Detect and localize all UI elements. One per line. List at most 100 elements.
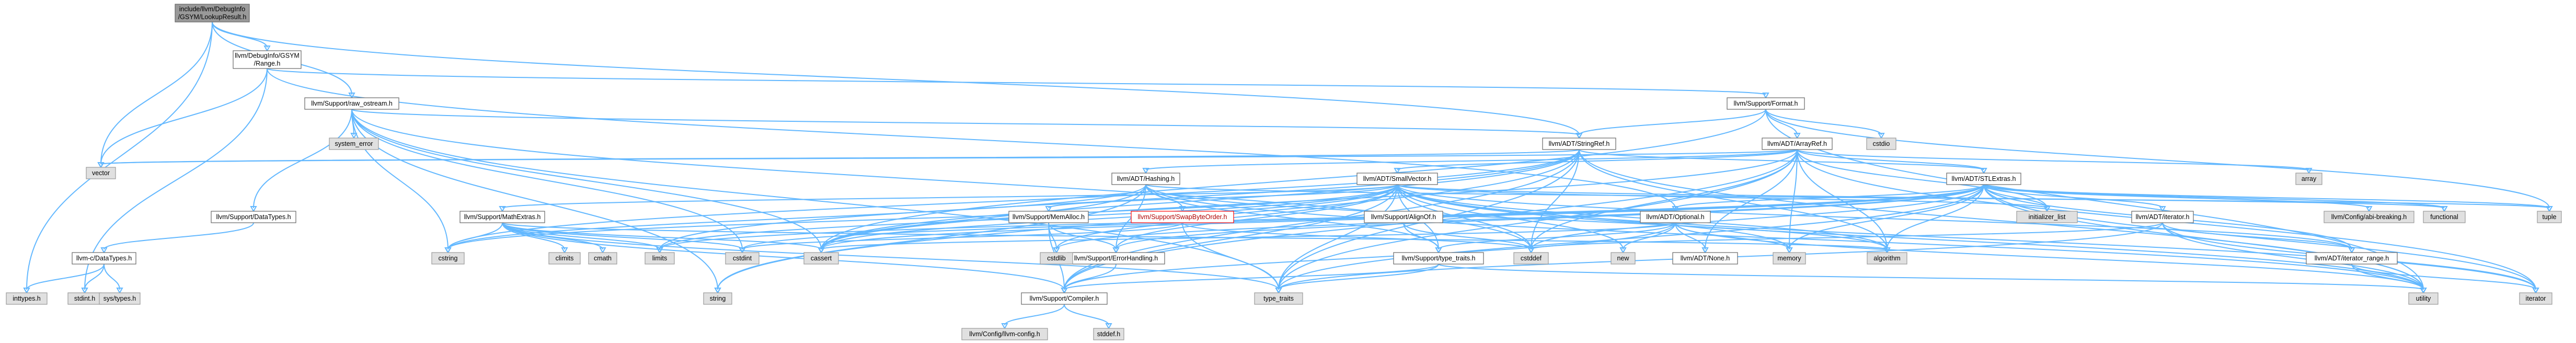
edge-hashing-to-utility xyxy=(1145,184,2424,290)
node-label: /Range.h xyxy=(254,60,281,67)
node-label: functional xyxy=(2430,213,2458,221)
node-functional: functional xyxy=(2423,211,2466,223)
node-box xyxy=(1866,138,1896,150)
edge-optional-to-typetraits xyxy=(1438,222,1676,250)
node-iteratorrange[interactable]: llvm/ADT/iterator_range.h xyxy=(2306,252,2398,265)
node-label: llvm/Support/raw_ostream.h xyxy=(311,100,393,107)
node-algorithm: algorithm xyxy=(1867,252,1907,265)
node-arrayref[interactable]: llvm/ADT/ArrayRef.h xyxy=(1762,138,1833,150)
node-optional[interactable]: llvm/ADT/Optional.h xyxy=(1640,211,1711,223)
node-label: llvm/ADT/ArrayRef.h xyxy=(1767,140,1827,147)
edge-arrowhead-stlextras-to-initlist xyxy=(2043,206,2051,213)
node-box xyxy=(459,211,545,223)
node-typetraits[interactable]: llvm/Support/type_traits.h xyxy=(1393,252,1484,265)
node-label: climits xyxy=(556,255,574,262)
edge-arrowhead-optional-to-memory xyxy=(1786,247,1793,254)
node-cassert: cassert xyxy=(803,252,839,265)
node-label: string xyxy=(710,295,726,302)
edge-arrayref-to-hashing xyxy=(1145,149,1798,170)
node-mathextras[interactable]: llvm/Support/MathExtras.h xyxy=(459,211,545,223)
node-stlextras[interactable]: llvm/ADT/STLExtras.h xyxy=(1946,173,2021,185)
edge-arrowhead-stlextras-to-iterator xyxy=(2159,206,2166,213)
node-compiler[interactable]: llvm/Support/Compiler.h xyxy=(1021,292,1108,305)
node-box xyxy=(1393,252,1484,265)
edge-compiler-to-llvmconfig xyxy=(1004,304,1065,326)
edge-iterator-to-cstddef xyxy=(1531,222,2163,250)
node-box xyxy=(1040,252,1073,265)
edge-arrowhead-optional-to-new xyxy=(1619,247,1627,254)
node-stringref[interactable]: llvm/ADT/StringRef.h xyxy=(1542,138,1616,150)
node-abibreaking: llvm/Config/abi-breaking.h xyxy=(2324,211,2414,223)
node-box xyxy=(1762,138,1833,150)
node-cdatatypes[interactable]: llvm-c/DataTypes.h xyxy=(72,252,136,265)
node-errorhandling[interactable]: llvm/Support/ErrorHandling.h xyxy=(1067,252,1165,265)
edge-arrowhead-optional-to-typetraits xyxy=(1435,247,1442,254)
edge-stlextras-to-cstdlib xyxy=(1056,184,1984,250)
node-range[interactable]: llvm/DebugInfo/GSYM/Range.h xyxy=(233,50,302,69)
node-swapbyteorder[interactable]: llvm/Support/SwapByteOrder.h xyxy=(1131,211,1234,223)
node-box xyxy=(1356,173,1438,185)
node-label: llvm/ADT/StringRef.h xyxy=(1549,140,1610,147)
node-none[interactable]: llvm/ADT/None.h xyxy=(1672,252,1738,265)
edge-arrowhead-arrayref-to-stlextras xyxy=(1980,168,1987,175)
node-new: new xyxy=(1611,252,1636,265)
node-box xyxy=(1364,211,1443,223)
edge-smallvector-to-errorhandling xyxy=(1116,184,1398,250)
node-label: vector xyxy=(92,169,110,177)
edge-arrayref-to-initlist xyxy=(1797,149,2048,209)
node-smallvector[interactable]: llvm/ADT/SmallVector.h xyxy=(1356,173,1438,185)
edge-arrowhead-compiler-to-stddef xyxy=(1105,323,1112,330)
edge-arrayref-to-array xyxy=(1797,149,2309,170)
node-alignof[interactable]: llvm/Support/AlignOf.h xyxy=(1364,211,1443,223)
node-hashing[interactable]: llvm/ADT/Hashing.h xyxy=(1111,173,1180,185)
node-box xyxy=(6,292,48,305)
node-string: string xyxy=(703,292,732,305)
node-label: stddef.h xyxy=(1097,330,1121,338)
node-box xyxy=(588,252,617,265)
node-box xyxy=(211,211,296,223)
node-climits: climits xyxy=(548,252,581,265)
edge-datatypes-to-cdatatypes xyxy=(104,222,254,250)
edge-arrowhead-mathextras-to-cstring xyxy=(444,247,452,254)
edge-iterator-to-utility xyxy=(2162,222,2424,290)
node-label: algorithm xyxy=(1873,255,1900,262)
node-rawostream[interactable]: llvm/Support/raw_ostream.h xyxy=(304,97,399,110)
node-memalloc[interactable]: llvm/Support/MemAlloc.h xyxy=(1008,211,1089,223)
edge-arrowhead-cdatatypes-to-stdint xyxy=(81,288,88,294)
node-typetraitsstd: type_traits xyxy=(1254,292,1303,305)
edge-optional-to-none xyxy=(1675,222,1706,250)
edge-alignof-to-cstddef xyxy=(1403,222,1532,250)
node-box xyxy=(1542,138,1616,150)
edge-arrowhead-typetraits-to-compiler xyxy=(1061,288,1068,294)
node-label: llvm/Support/SwapByteOrder.h xyxy=(1138,213,1227,221)
edge-arrowhead-cdatatypes-to-systypes xyxy=(116,288,123,294)
node-cmath: cmath xyxy=(588,252,617,265)
edge-arrowhead-swapbyteorder-to-cstdint xyxy=(739,247,746,254)
node-label: utility xyxy=(2416,295,2431,302)
node-initlist: initializer_list xyxy=(2016,211,2078,223)
node-label: sys/types.h xyxy=(104,295,136,302)
edge-stlextras-to-tuple xyxy=(1983,184,2550,209)
node-box xyxy=(1008,211,1089,223)
node-label: type_traits xyxy=(1263,295,1294,302)
edge-smallvector-to-memalloc xyxy=(1048,184,1398,209)
node-label: include/llvm/DebugInfo xyxy=(179,6,246,13)
edge-arrowhead-typetraits-to-typetraitsstd xyxy=(1275,288,1282,294)
node-root[interactable]: include/llvm/DebugInfo/GSYM/LookupResult… xyxy=(175,4,250,22)
edge-stlextras-to-limits xyxy=(659,184,1984,250)
edge-arrowhead-range-to-format xyxy=(1762,93,1769,99)
node-format[interactable]: llvm/Support/Format.h xyxy=(1727,97,1805,110)
node-vector: vector xyxy=(86,167,116,179)
node-datatypes[interactable]: llvm/Support/DataTypes.h xyxy=(211,211,296,223)
node-box xyxy=(1254,292,1303,305)
edge-format-to-tuple xyxy=(1765,109,2550,209)
node-iterator[interactable]: llvm/ADT/iterator.h xyxy=(2131,211,2194,223)
edge-hashing-to-cstring xyxy=(447,184,1146,250)
node-label: initializer_list xyxy=(2029,213,2066,221)
node-llvmconfig: llvm/Config/llvm-config.h xyxy=(961,328,1048,340)
node-cstring: cstring xyxy=(431,252,465,265)
edge-arrowhead-iterator-to-cstddef xyxy=(1527,247,1535,254)
node-box xyxy=(803,252,839,265)
node-box xyxy=(703,292,732,305)
